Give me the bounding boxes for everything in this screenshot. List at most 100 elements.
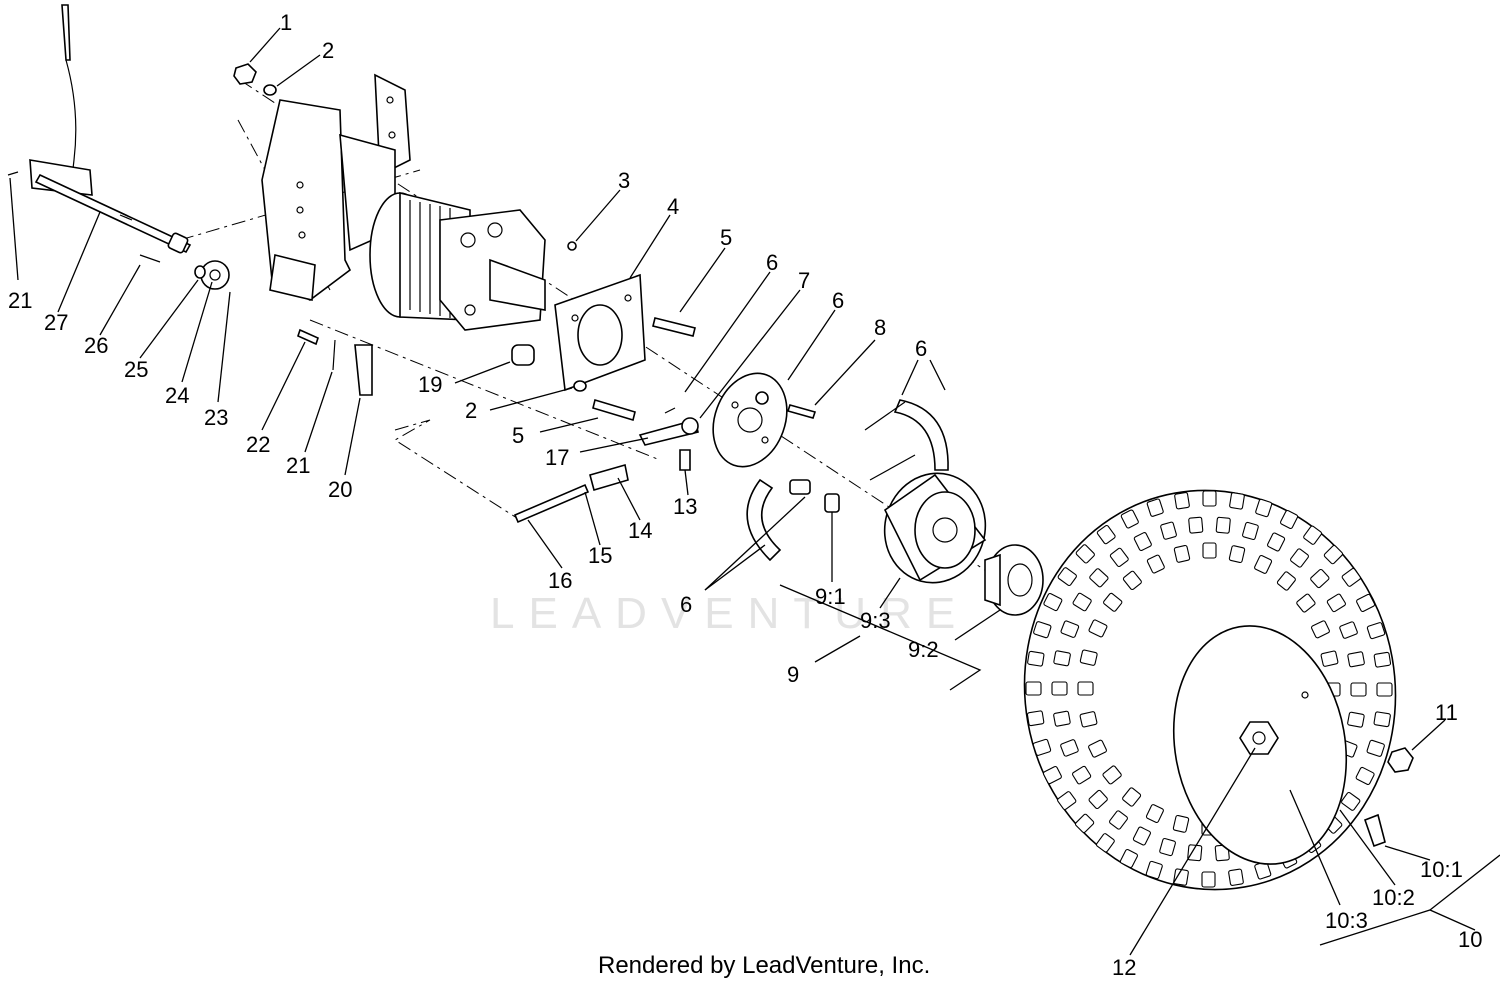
callout-16: 16: [548, 568, 572, 593]
watermark: LEADVENTURE: [490, 589, 969, 638]
tread-block: [1053, 650, 1071, 667]
callout-25: 25: [124, 357, 148, 382]
tread-block: [1060, 620, 1080, 638]
callout-15: 15: [588, 543, 612, 568]
tread-block: [1025, 681, 1042, 696]
tread-block: [1072, 765, 1092, 785]
tread-block: [1296, 593, 1316, 613]
tread-block: [1095, 833, 1115, 853]
tread-block: [1042, 766, 1062, 785]
tread-block: [1366, 622, 1386, 640]
brake-shoes: [746, 399, 949, 562]
hydraulic-motor: [369, 191, 546, 331]
callout-1: 1: [280, 10, 292, 35]
tread-block: [1145, 804, 1164, 823]
tread-block: [1356, 593, 1376, 612]
tread-block: [1376, 682, 1393, 697]
footer-credit: Rendered by LeadVenture, Inc.: [598, 952, 930, 979]
tread-block: [1103, 592, 1123, 612]
tread-block: [1255, 498, 1273, 518]
tread-block: [1160, 521, 1177, 540]
tread-block: [1033, 621, 1052, 639]
callout-10: 10: [1458, 927, 1482, 952]
callout-9-3: 9:3: [860, 608, 891, 633]
callout-10-1: 10:1: [1420, 857, 1463, 882]
brake-drum: [883, 472, 987, 584]
callout-19: 19: [418, 372, 442, 397]
tread-block: [1109, 810, 1128, 830]
callout-13: 13: [673, 494, 697, 519]
tread-block: [1043, 592, 1063, 612]
tread-block: [1145, 860, 1163, 880]
valve-stem: [1363, 813, 1386, 848]
tread-block: [1303, 525, 1323, 545]
callout-9-1: 9:1: [815, 584, 846, 609]
callout-6: 6: [680, 592, 692, 617]
tread-block: [1187, 844, 1203, 862]
nut-washer: [233, 63, 277, 96]
tire: [1023, 489, 1397, 891]
callout-27: 27: [44, 310, 68, 335]
callout-6: 6: [915, 336, 927, 361]
tread-block: [1122, 787, 1142, 807]
callout-10-3: 10:3: [1325, 908, 1368, 933]
tread-block: [1075, 544, 1095, 564]
tread-block: [1120, 509, 1139, 529]
callout-6: 6: [832, 288, 844, 313]
callout-5: 5: [512, 423, 524, 448]
tread-block: [1276, 571, 1296, 591]
tread-block: [1079, 649, 1098, 666]
tread-block: [1072, 592, 1092, 612]
leader-lines: [9, 27, 1500, 956]
callout-9-2: 9:2: [908, 637, 939, 662]
tread-block: [1119, 849, 1138, 869]
tread-block: [1096, 524, 1116, 545]
callout-17: 17: [545, 445, 569, 470]
tread-block: [1174, 492, 1190, 510]
wheel-hub: [984, 544, 1044, 616]
tread-block: [1311, 620, 1330, 639]
tread-block: [1032, 738, 1052, 756]
tread-block: [1202, 542, 1217, 559]
callout-7: 7: [798, 268, 810, 293]
tread-block: [1060, 739, 1079, 757]
tread-block: [1201, 871, 1216, 888]
tread-block: [1089, 568, 1109, 588]
tread-block: [1366, 739, 1385, 757]
tread-block: [1188, 516, 1204, 534]
tread-block: [1229, 492, 1245, 510]
tread-block: [1122, 570, 1142, 591]
tread-block: [1088, 619, 1108, 638]
tread-block: [1267, 532, 1286, 552]
callout-21: 21: [8, 288, 32, 313]
callout-21: 21: [286, 453, 310, 478]
adapter-plate: [554, 273, 646, 392]
tread-block: [1254, 555, 1273, 574]
brake-linkage: [513, 407, 699, 524]
tread-block: [1026, 710, 1045, 727]
callout-5: 5: [720, 225, 732, 250]
tread-block: [1159, 837, 1176, 857]
tread-block: [1057, 791, 1077, 811]
callout-8: 8: [874, 315, 886, 340]
callout-24: 24: [165, 383, 189, 408]
callout-4: 4: [667, 194, 679, 219]
brake-backing-plate: [712, 372, 817, 468]
tread-block: [1202, 490, 1217, 507]
tread-block: [1215, 516, 1231, 534]
callout-22: 22: [246, 432, 270, 457]
callout-3: 3: [618, 168, 630, 193]
tread-block: [1053, 710, 1071, 727]
callout-6: 6: [766, 250, 778, 275]
tread-block: [1280, 509, 1299, 529]
tread-block: [1088, 739, 1107, 758]
small-hardware: [194, 241, 696, 422]
tread-block: [1109, 547, 1129, 568]
tread-block: [1350, 682, 1367, 697]
callout-11: 11: [1435, 700, 1458, 725]
callout-14: 14: [628, 518, 652, 543]
tread-block: [1051, 681, 1068, 696]
tread-block: [1290, 548, 1309, 568]
tread-block: [1079, 711, 1098, 728]
tread-block: [1355, 766, 1375, 786]
